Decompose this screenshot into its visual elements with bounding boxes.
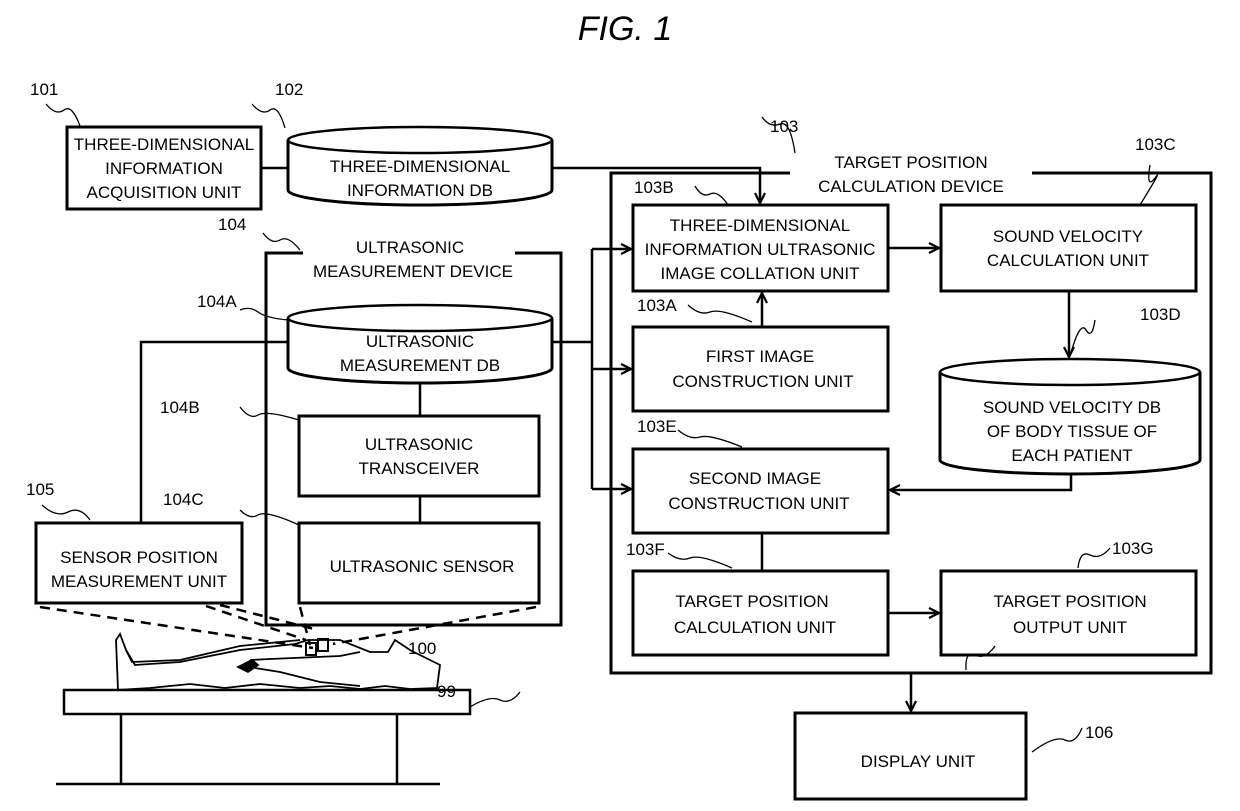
svg-text:IMAGE COLLATION UNIT: IMAGE COLLATION UNIT — [661, 264, 860, 283]
ref-101: 101 — [30, 80, 58, 99]
svg-text:THREE-DIMENSIONAL: THREE-DIMENSIONAL — [74, 135, 254, 154]
svg-text:TARGET POSITION: TARGET POSITION — [675, 592, 828, 611]
svg-text:THREE-DIMENSIONAL: THREE-DIMENSIONAL — [670, 216, 850, 235]
svg-text:MEASUREMENT UNIT: MEASUREMENT UNIT — [51, 572, 227, 591]
svg-text:MEASUREMENT DB: MEASUREMENT DB — [340, 356, 500, 375]
ref-104c: 104C — [163, 490, 204, 509]
figure-title: FIG. 1 — [578, 10, 672, 48]
svg-text:CALCULATION DEVICE: CALCULATION DEVICE — [818, 177, 1004, 196]
sensor-position-label: SENSOR POSITION MEASUREMENT UNIT — [51, 548, 227, 591]
svg-text:DISPLAY UNIT: DISPLAY UNIT — [861, 752, 976, 771]
ref-103: 103 — [770, 117, 798, 136]
svg-text:SOUND VELOCITY: SOUND VELOCITY — [993, 227, 1143, 246]
svg-text:TARGET POSITION: TARGET POSITION — [993, 592, 1146, 611]
svg-text:TRANSCEIVER: TRANSCEIVER — [359, 459, 480, 478]
ref-100: 100 — [408, 639, 436, 658]
svg-text:INFORMATION DB: INFORMATION DB — [347, 181, 493, 200]
svg-text:EACH PATIENT: EACH PATIENT — [1011, 446, 1132, 465]
svg-text:CONSTRUCTION UNIT: CONSTRUCTION UNIT — [672, 372, 853, 391]
ref-104a: 104A — [197, 292, 237, 311]
svg-text:ULTRASONIC: ULTRASONIC — [365, 435, 473, 454]
target-device-label: TARGET POSITION CALCULATION DEVICE — [818, 153, 1004, 196]
target-calc-box — [633, 571, 888, 655]
bed-top — [64, 690, 470, 714]
collation-label: THREE-DIMENSIONAL INFORMATION ULTRASONIC… — [645, 216, 876, 283]
svg-text:ULTRASONIC: ULTRASONIC — [366, 332, 474, 351]
3d-db-label: THREE-DIMENSIONAL INFORMATION DB — [330, 157, 510, 200]
ref-106: 106 — [1085, 723, 1113, 742]
patient-body — [116, 634, 440, 690]
ref-103c: 103C — [1135, 135, 1176, 154]
sound-db-label: SOUND VELOCITY DB OF BODY TISSUE OF EACH… — [983, 398, 1161, 465]
ref-104: 104 — [218, 215, 246, 234]
ref-105: 105 — [26, 480, 54, 499]
svg-text:CONSTRUCTION UNIT: CONSTRUCTION UNIT — [668, 494, 849, 513]
svg-text:SENSOR POSITION: SENSOR POSITION — [60, 548, 218, 567]
ref-103d: 103D — [1140, 305, 1181, 324]
second-image-label: SECOND IMAGE CONSTRUCTION UNIT — [668, 469, 849, 513]
svg-text:FIRST IMAGE: FIRST IMAGE — [706, 347, 814, 366]
display-unit-label: DISPLAY UNIT — [861, 752, 976, 771]
sound-calc-label: SOUND VELOCITY CALCULATION UNIT — [987, 227, 1149, 270]
sensor-label: ULTRASONIC SENSOR — [330, 557, 515, 576]
us-device-label: ULTRASONIC MEASUREMENT DEVICE — [313, 238, 513, 281]
transceiver-label: ULTRASONIC TRANSCEIVER — [359, 435, 480, 478]
svg-text:CALCULATION UNIT: CALCULATION UNIT — [987, 251, 1149, 270]
target-output-label: TARGET POSITION OUTPUT UNIT — [993, 592, 1146, 637]
transceiver-box — [299, 416, 539, 496]
svg-text:INFORMATION ULTRASONIC: INFORMATION ULTRASONIC — [645, 240, 876, 259]
acquisition-unit-label: THREE-DIMENSIONAL INFORMATION ACQUISITIO… — [74, 135, 254, 202]
svg-text:TARGET POSITION: TARGET POSITION — [834, 153, 987, 172]
svg-text:MEASUREMENT DEVICE: MEASUREMENT DEVICE — [313, 262, 513, 281]
svg-text:THREE-DIMENSIONAL: THREE-DIMENSIONAL — [330, 157, 510, 176]
target-calc-label: TARGET POSITION CALCULATION UNIT — [674, 592, 836, 637]
ref-103a: 103A — [637, 296, 677, 315]
ref-99: 99 — [437, 682, 456, 701]
ref-102: 102 — [275, 80, 303, 99]
svg-text:OUTPUT UNIT: OUTPUT UNIT — [1013, 618, 1127, 637]
ref-103e: 103E — [637, 417, 677, 436]
svg-text:INFORMATION: INFORMATION — [105, 159, 223, 178]
svg-text:SECOND IMAGE: SECOND IMAGE — [689, 469, 821, 488]
second-image-box — [633, 449, 888, 533]
ref-103b: 103B — [634, 178, 674, 197]
ref-103g: 103G — [1112, 539, 1154, 558]
sound-calc-box — [941, 205, 1196, 291]
ref-103f: 103F — [626, 540, 665, 559]
first-image-label: FIRST IMAGE CONSTRUCTION UNIT — [672, 347, 853, 391]
svg-text:SOUND VELOCITY DB: SOUND VELOCITY DB — [983, 398, 1161, 417]
svg-text:CALCULATION UNIT: CALCULATION UNIT — [674, 618, 836, 637]
svg-text:ACQUISITION UNIT: ACQUISITION UNIT — [87, 183, 242, 202]
svg-text:ULTRASONIC: ULTRASONIC — [356, 238, 464, 257]
us-db-label: ULTRASONIC MEASUREMENT DB — [340, 332, 500, 375]
first-image-box — [633, 327, 888, 411]
svg-text:OF BODY TISSUE OF: OF BODY TISSUE OF — [987, 422, 1157, 441]
ref-104b: 104B — [160, 398, 200, 417]
target-output-box — [941, 571, 1196, 655]
svg-text:ULTRASONIC SENSOR: ULTRASONIC SENSOR — [330, 557, 515, 576]
